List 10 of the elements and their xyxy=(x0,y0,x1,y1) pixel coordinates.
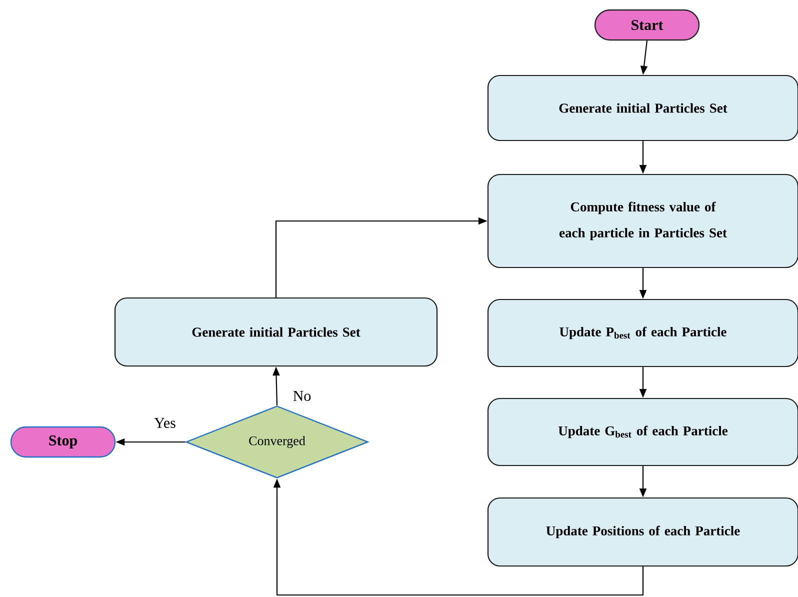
process-box: Compute fitness value of each particle in Particles Set xyxy=(487,174,798,268)
terminal-box: Start xyxy=(594,9,700,41)
edge-label: No xyxy=(293,391,311,401)
process-box: Update P$_{best}$ of each Particle xyxy=(487,298,798,368)
edge-label: Yes xyxy=(154,418,176,428)
terminal-box: Stop xyxy=(10,426,116,458)
process-box: Update Positions of each Particle xyxy=(487,497,798,567)
process-box: Generate initial Particles Set xyxy=(487,74,798,142)
process-box: Update G$_{best}$ of each Particle xyxy=(487,398,798,466)
process-box: Generate initial Particles Set xyxy=(114,297,438,367)
